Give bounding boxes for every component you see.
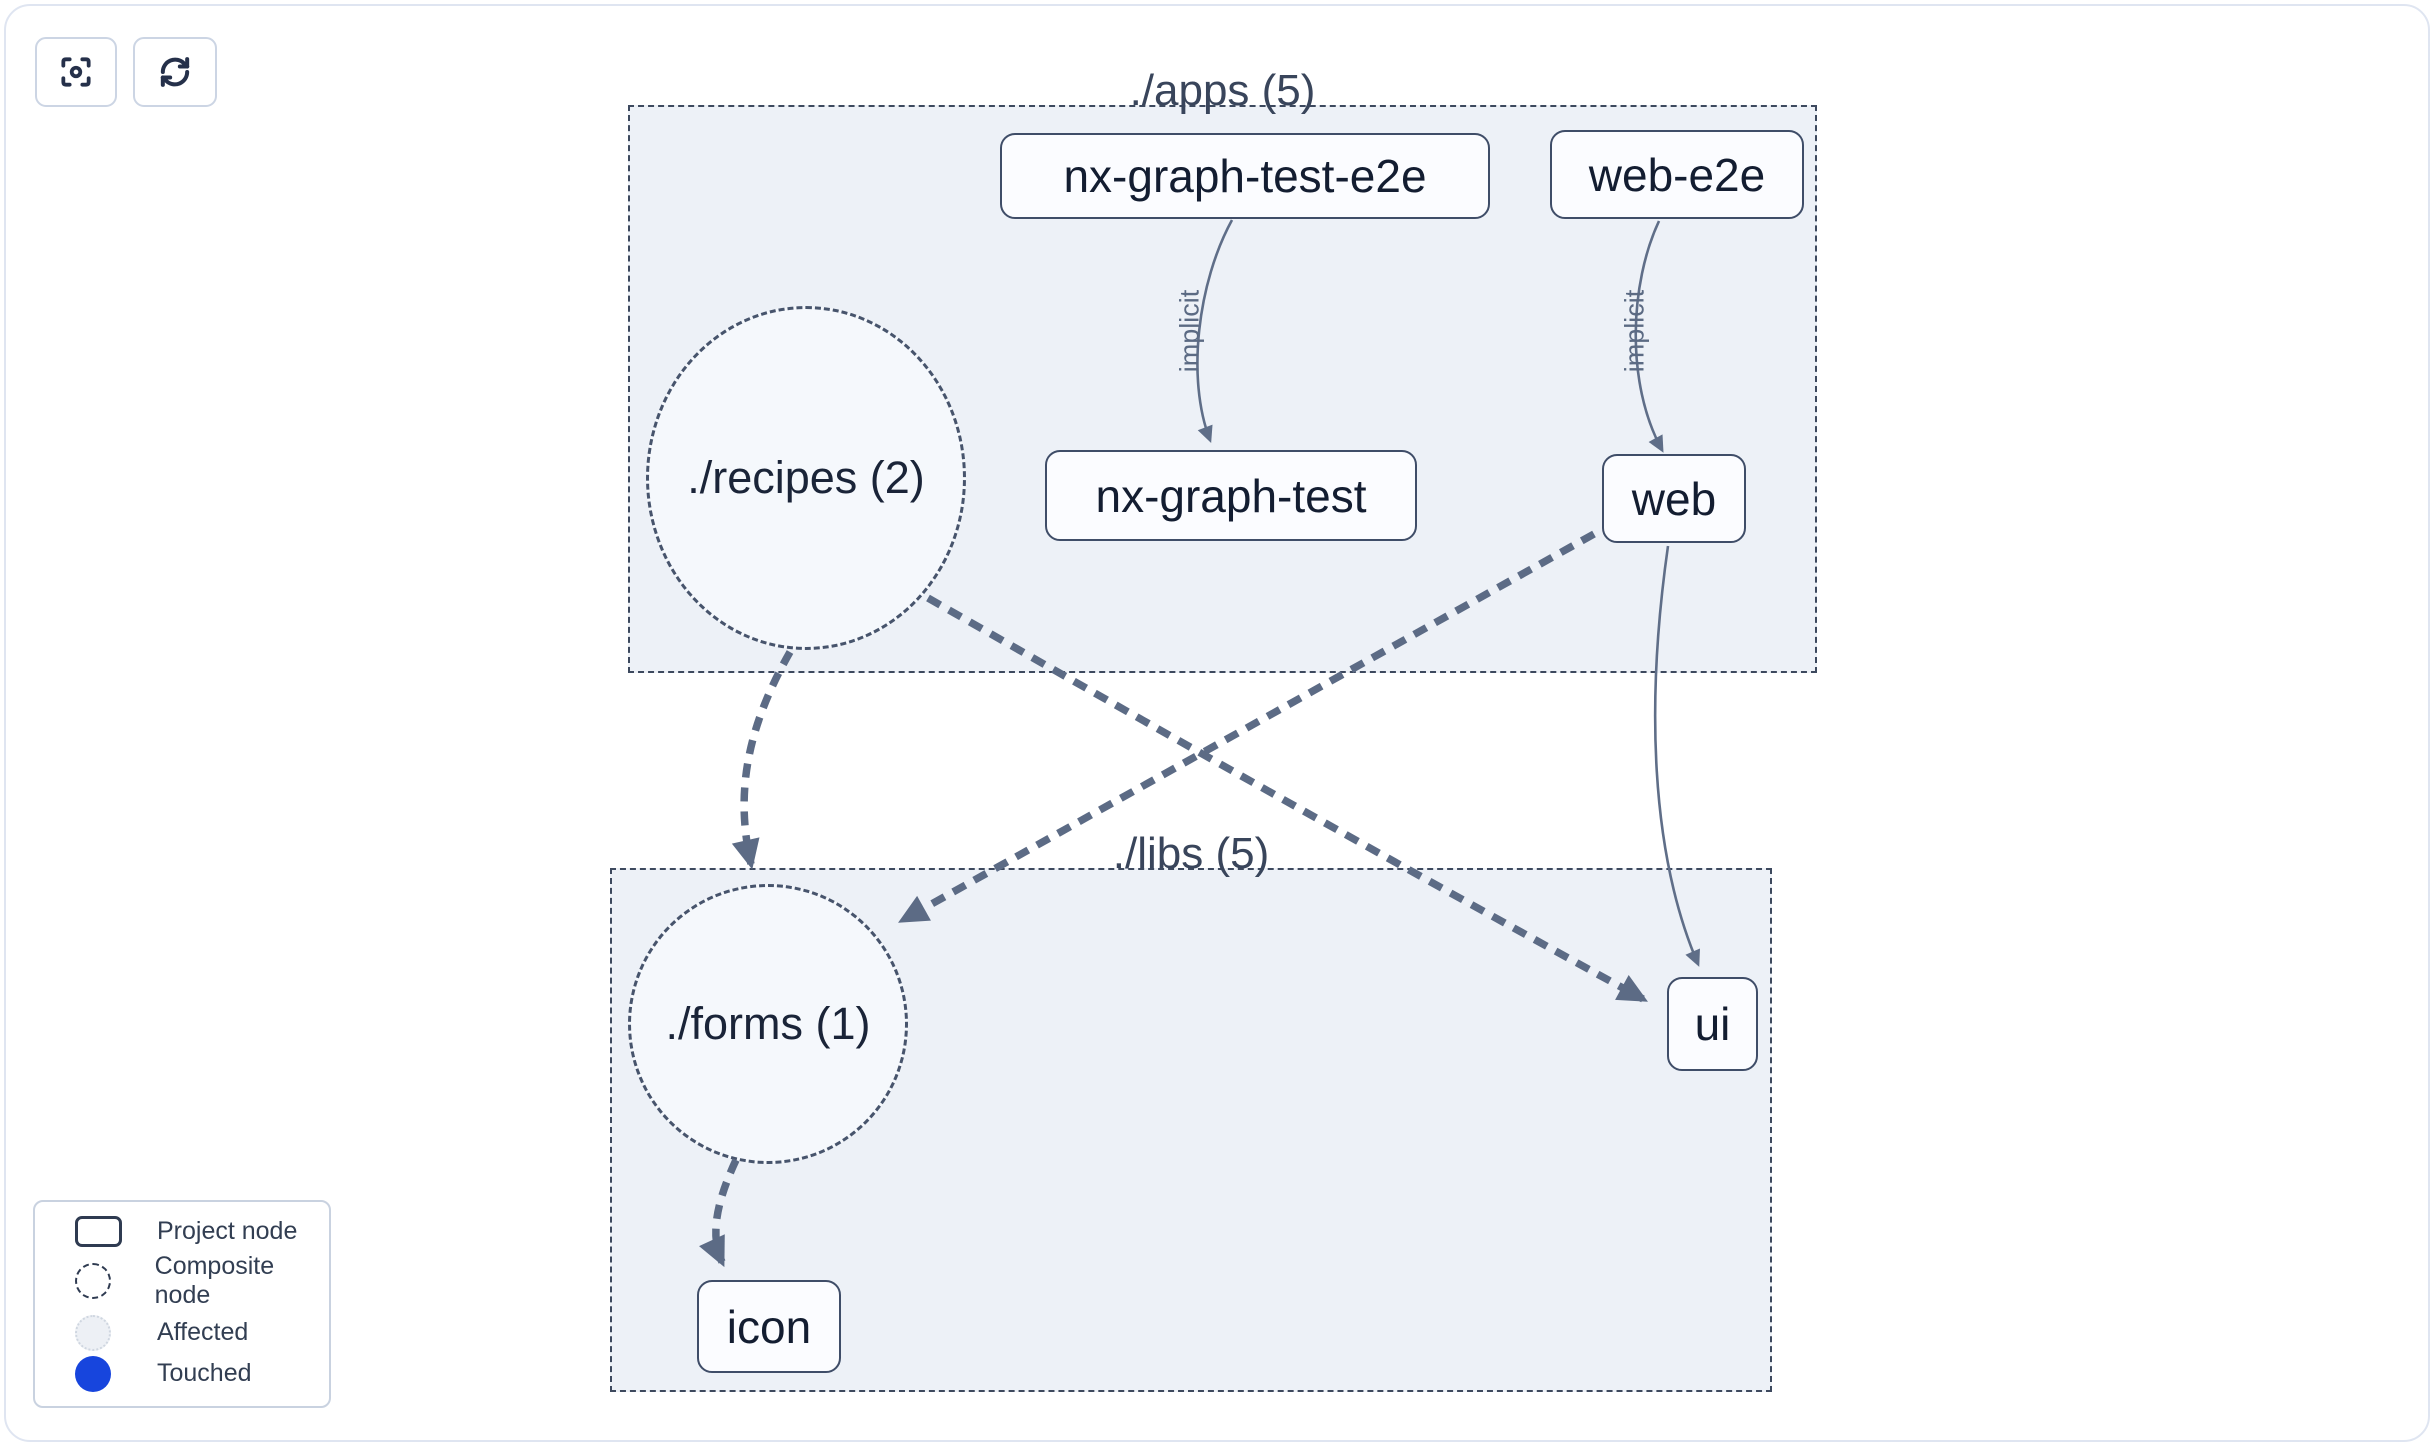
project-node-swatch	[75, 1216, 122, 1248]
project-node-web-label: web	[1631, 472, 1717, 525]
project-node-ui[interactable]: ui	[1667, 977, 1758, 1071]
legend-panel: Project node Composite node Affected Tou…	[33, 1200, 331, 1408]
project-node-nx-graph-test-e2e[interactable]: nx-graph-test-e2e	[1000, 133, 1490, 219]
legend-item-project-node: Project node	[75, 1216, 329, 1248]
edge-label-implicit-1: implicit	[1174, 289, 1205, 373]
composite-node-forms[interactable]: ./forms (1)	[628, 884, 908, 1164]
project-node-icon[interactable]: icon	[697, 1280, 841, 1373]
focus-center-icon	[61, 57, 91, 87]
touched-swatch	[75, 1355, 111, 1392]
legend-label: Touched	[157, 1359, 252, 1388]
project-node-ui-label: ui	[1694, 998, 1731, 1050]
edge-web-e2e-to-web[interactable]	[1634, 220, 1664, 453]
project-node-nx-graph-test-e2e-label: nx-graph-test-e2e	[1063, 150, 1427, 202]
refresh-graph-button[interactable]	[133, 37, 217, 107]
project-node-nx-graph-test[interactable]: nx-graph-test	[1045, 450, 1417, 541]
legend-label: Project node	[157, 1217, 298, 1246]
edge-label-implicit-2: implicit	[1619, 289, 1650, 373]
legend-item-composite-node: Composite node	[75, 1252, 329, 1310]
edge-web-to-forms[interactable]	[898, 530, 1596, 924]
container-apps-label: ./apps (5)	[1129, 65, 1316, 115]
composite-node-forms-label: ./forms (1)	[665, 998, 871, 1049]
legend-label: Composite node	[154, 1252, 275, 1310]
project-node-web-e2e[interactable]: web-e2e	[1550, 130, 1804, 219]
edge-web-to-ui[interactable]	[1653, 545, 1700, 967]
legend-item-touched: Touched	[75, 1355, 329, 1392]
container-libs-label: ./libs (5)	[1112, 828, 1270, 878]
composite-node-recipes[interactable]: ./recipes (2)	[646, 306, 966, 650]
edge-recipes-to-ui[interactable]	[926, 594, 1648, 1003]
refresh-icon	[160, 57, 190, 87]
project-node-icon-label: icon	[726, 1300, 812, 1353]
project-node-nx-graph-test-label: nx-graph-test	[1095, 469, 1367, 522]
project-node-web-e2e-label: web-e2e	[1588, 148, 1766, 201]
composite-node-swatch	[75, 1263, 111, 1300]
center-graph-button[interactable]	[35, 37, 117, 107]
edge-forms-to-icon[interactable]	[699, 1158, 740, 1268]
affected-swatch	[75, 1314, 111, 1351]
legend-label: Affected	[157, 1318, 249, 1347]
edge-recipes-to-forms[interactable]	[731, 650, 794, 870]
legend-item-affected: Affected	[75, 1314, 329, 1351]
project-node-web[interactable]: web	[1602, 454, 1746, 543]
composite-node-recipes-label: ./recipes (2)	[687, 452, 925, 503]
edge-nx-graph-test-e2e-to-nx-graph-test[interactable]	[1196, 219, 1234, 443]
